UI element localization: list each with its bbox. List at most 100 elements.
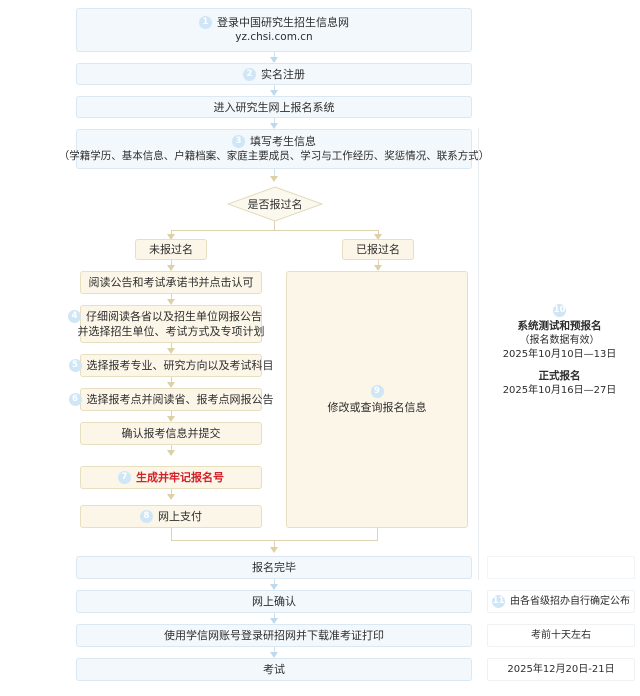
branch-label-already-registered[interactable]: 已报过名 [342, 239, 414, 260]
connector-l1-l2 [171, 294, 172, 301]
step-badge-5: 5 [68, 359, 82, 372]
flow-node-select-major[interactable]: 5 选择报考专业、研究方向以及考试科目 [68, 354, 274, 377]
flow-node-fill-info[interactable]: 3 填写考生信息 （学籍学历、基本信息、户籍档案、家庭主要成员、学习与工作经历、… [59, 129, 489, 169]
annotation-badge-10: 10 [553, 304, 566, 317]
connector-right-merge [377, 528, 378, 540]
arrow-l6-l7 [167, 494, 175, 500]
connector-label-r-b1 [378, 260, 379, 267]
arrow-e1-e2 [270, 584, 278, 590]
flow-node-login-url: yz.chsi.com.cn [235, 31, 313, 43]
connector-l6-l7 [171, 489, 172, 496]
step-badge-4: 4 [68, 310, 81, 323]
flow-node-read-provincial-detail: 并选择招生单位、考试方式及专项计划 [77, 325, 265, 338]
flow-node-online-payment[interactable]: 8 网上支付 [80, 505, 262, 528]
flow-decision-label: 是否报过名 [247, 198, 303, 211]
connector-l4-l5 [171, 411, 172, 418]
step-badge-6: 6 [68, 393, 82, 406]
arrow-decision-left [167, 234, 175, 240]
step-badge-9: 9 [370, 384, 384, 398]
arrow-l5-l6 [167, 450, 175, 456]
annotation-a11-text: 由各省级招办自行确定公布 [510, 595, 630, 607]
connector-decision-down [274, 221, 275, 230]
annotation-a10-line1: 系统测试和预报名 [517, 320, 602, 332]
step-badge-1: 1 [199, 16, 212, 29]
flow-node-read-provincial-title: 仔细阅读各省以及招生单位网报公告 [86, 310, 262, 323]
flow-node-select-exam-site-title: 选择报考点并阅读省、报考点网报公告 [86, 393, 274, 406]
branch-label-already-registered-text: 已报过名 [356, 243, 400, 256]
connector-label-l-b1 [171, 260, 172, 267]
arrow-decision-right [374, 234, 382, 240]
annotation-a10-line3: 2025年10月10日—13日 [502, 349, 617, 360]
connector-left-merge [171, 528, 172, 540]
flow-node-exam[interactable]: 考试 [76, 658, 472, 681]
flow-node-read-provincial[interactable]: 4 仔细阅读各省以及招生单位网报公告 并选择招生单位、考试方式及专项计划 [68, 305, 265, 343]
arrow-e2-e3 [270, 618, 278, 624]
connector-4-decision [274, 169, 275, 177]
flow-node-read-announcement-title: 阅读公告和考试承诺书并点击认可 [88, 276, 254, 289]
arrow-label-r-b1 [374, 265, 382, 271]
flow-node-fill-info-title: 填写考生信息 [250, 135, 316, 148]
flow-node-read-announcement[interactable]: 阅读公告和考试承诺书并点击认可 [80, 271, 262, 294]
flow-node-modify-query[interactable]: 9 修改或查询报名信息 [286, 271, 468, 528]
annotation-confirm-date: 11 由各省级招办自行确定公布 [487, 590, 635, 613]
arrow-merge-down [270, 547, 278, 553]
flow-node-select-exam-site[interactable]: 6 选择报考点并阅读省、报考点网报公告 [68, 388, 274, 411]
flow-node-enter-system[interactable]: 进入研究生网上报名系统 [76, 96, 472, 118]
flow-node-download-admission-ticket[interactable]: 使用学信网账号登录研招网并下载准考证打印 [76, 624, 472, 647]
arrow-l2-l3 [167, 348, 175, 354]
connector-l5-l6 [171, 445, 172, 452]
connector-1-2 [274, 52, 275, 58]
arrow-4-decision [270, 176, 278, 182]
step-badge-8: 8 [140, 510, 153, 523]
flow-node-select-major-title: 选择报考专业、研究方向以及考试科目 [86, 359, 274, 372]
arrow-1-2 [270, 57, 278, 63]
flow-node-registration-complete[interactable]: 报名完毕 [76, 556, 472, 579]
step-badge-3: 3 [232, 135, 245, 148]
diamond-shape-icon [227, 186, 323, 222]
annotation-exam-date: 2025年12月20日-21日 [487, 658, 635, 681]
connector-3-4 [274, 118, 275, 124]
connector-decision-left [171, 230, 172, 236]
step-badge-7: 7 [118, 471, 131, 484]
annotation-a10-line5: 2025年10月16日—27日 [502, 385, 617, 396]
flow-node-generate-number[interactable]: 7 生成并牢记报名号 [80, 466, 262, 489]
flow-node-online-confirm[interactable]: 网上确认 [76, 590, 472, 613]
flow-node-modify-query-title: 修改或查询报名信息 [327, 400, 427, 414]
connector-l2-l3 [171, 343, 172, 350]
connector-merge-down [274, 540, 275, 548]
flow-node-confirm-submit-title: 确认报考信息并提交 [121, 427, 221, 440]
connector-decision-split [171, 230, 378, 231]
arrow-2-3 [270, 90, 278, 96]
flow-node-registration-complete-title: 报名完毕 [252, 561, 296, 574]
arrow-e3-e4 [270, 652, 278, 658]
flow-node-generate-number-title: 生成并牢记报名号 [136, 471, 224, 484]
arrow-l1-l2 [167, 299, 175, 305]
flow-node-login[interactable]: 1 登录中国研究生招生信息网 yz.chsi.com.cn [76, 8, 472, 52]
branch-label-not-registered-text: 未报过名 [149, 243, 193, 256]
flow-node-confirm-submit[interactable]: 确认报考信息并提交 [80, 422, 262, 445]
connector-l3-l4 [171, 377, 172, 384]
flow-node-online-confirm-title: 网上确认 [252, 595, 296, 608]
flow-node-login-title: 登录中国研究生招生信息网 [217, 16, 349, 29]
flow-node-online-payment-title: 网上支付 [158, 510, 202, 523]
annotation-badge-11: 11 [492, 595, 505, 608]
arrow-3-4 [270, 123, 278, 129]
annotation-ticket-date: 考前十天左右 [487, 624, 635, 647]
flow-node-download-admission-ticket-title: 使用学信网账号登录研招网并下载准考证打印 [164, 629, 384, 642]
arrow-l3-l4 [167, 382, 175, 388]
annotation-a10-line4: 正式报名 [538, 370, 581, 382]
annotation-divider [478, 128, 479, 580]
connector-2-3 [274, 85, 275, 91]
flow-decision-registered-before[interactable]: 是否报过名 [227, 186, 323, 222]
flow-node-enter-system-title: 进入研究生网上报名系统 [213, 100, 335, 114]
connector-decision-right [378, 230, 379, 236]
branch-label-not-registered[interactable]: 未报过名 [135, 239, 207, 260]
annotation-a12-text: 考前十天左右 [531, 629, 591, 641]
connector-e1-e2 [274, 579, 275, 586]
flow-node-register[interactable]: 2 实名注册 [76, 63, 472, 85]
annotation-registration-dates: 10 系统测试和预报名 （报名数据有效） 2025年10月10日—13日 正式报… [487, 296, 632, 406]
connector-e3-e4 [274, 647, 275, 654]
annotation-placeholder-complete [487, 556, 635, 579]
flow-node-register-title: 实名注册 [261, 67, 305, 81]
